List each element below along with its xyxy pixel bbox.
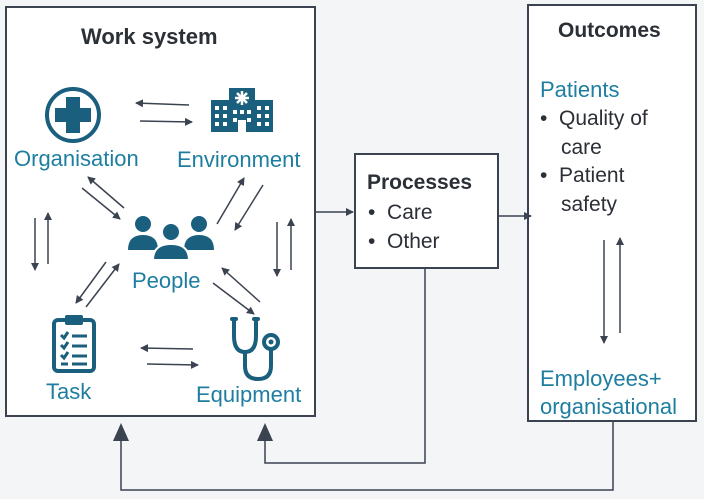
patient-item-quality: • Quality of	[540, 107, 648, 130]
clipboard-checklist-icon	[52, 315, 96, 373]
employees-heading: Employees+	[540, 366, 662, 391]
organisation-label: Organisation	[14, 146, 139, 171]
stethoscope-icon	[230, 317, 280, 382]
people-label: People	[132, 268, 201, 293]
patients-heading: Patients	[540, 77, 620, 102]
hospital-building-icon	[211, 88, 273, 132]
people-group-icon	[128, 216, 214, 260]
patient-item-quality-cont: care	[561, 136, 602, 159]
processes-title: Processes	[367, 171, 473, 194]
environment-label: Environment	[177, 147, 301, 172]
processes-item-other: • Other	[368, 230, 440, 253]
processes-item-care: • Care	[368, 201, 433, 224]
task-label: Task	[46, 379, 92, 404]
patient-item-safety: • Patient	[540, 164, 625, 187]
patient-item-safety-cont: safety	[561, 193, 618, 216]
medical-cross-icon	[45, 87, 101, 143]
processes-box	[354, 153, 499, 269]
equipment-label: Equipment	[196, 382, 302, 407]
organisational-heading: organisational	[540, 394, 677, 419]
work-system-title: Work system	[81, 24, 218, 49]
outcomes-title: Outcomes	[558, 19, 661, 42]
